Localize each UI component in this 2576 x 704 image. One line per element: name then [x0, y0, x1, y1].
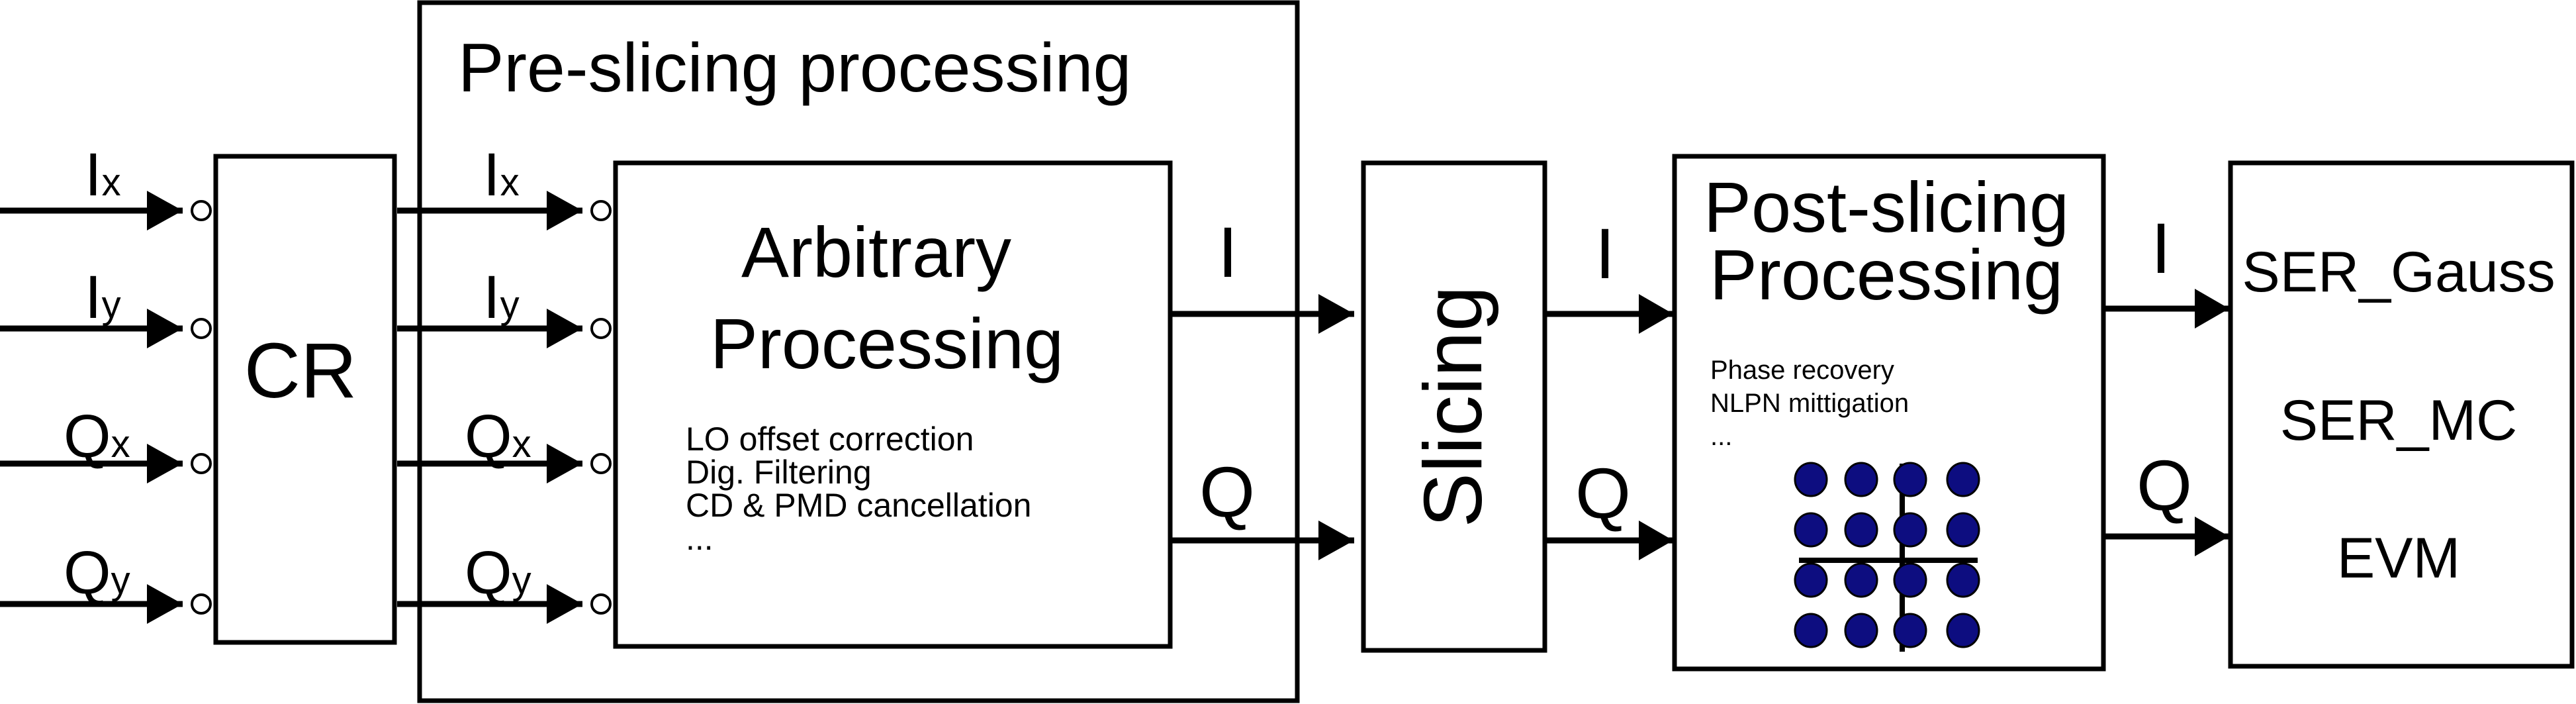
port-circle — [590, 593, 612, 615]
pre-slicing-title: Pre-slicing processing — [458, 30, 1131, 107]
arrowhead — [1318, 294, 1354, 334]
constellation-points — [1794, 462, 1980, 648]
constellation-point — [1844, 613, 1878, 648]
port-circle — [191, 593, 212, 615]
constellation-point — [1893, 562, 1927, 598]
slicing-label: Slicing — [1408, 285, 1499, 527]
cr-label: CR — [244, 327, 357, 415]
label-ix: Ix — [85, 141, 121, 209]
input-ix: Ix — [0, 141, 212, 230]
label-qx-2: Qx — [465, 403, 531, 470]
link-iy: Iy — [397, 264, 612, 348]
input-qx: Qx — [0, 403, 212, 483]
post-title-line2: Processing — [1710, 234, 2063, 315]
arrowhead — [1318, 521, 1354, 560]
label-qx: Qx — [64, 403, 130, 470]
pre-slicing-box — [417, 0, 1300, 703]
constellation-point — [1794, 613, 1828, 648]
post-item: ... — [1710, 422, 1732, 451]
metric-ser-gauss: SER_Gauss — [2242, 240, 2555, 304]
constellation-point — [1844, 512, 1878, 548]
metric-ser-mc: SER_MC — [2280, 389, 2517, 452]
arrowhead — [147, 191, 183, 230]
arrowhead — [2195, 517, 2229, 556]
label-qy-2: Qy — [465, 539, 531, 607]
port-circle — [590, 318, 612, 339]
arrowhead — [1639, 521, 1673, 560]
link-ix: Ix — [397, 141, 612, 230]
post-items: Phase recovery NLPN mittigation ... — [1710, 356, 1909, 451]
slicing-block — [1361, 160, 1547, 653]
label-iy: Iy — [85, 264, 121, 331]
constellation-point — [1893, 462, 1927, 497]
constellation-point — [1946, 462, 1980, 497]
post-item: Phase recovery — [1710, 356, 1894, 385]
constellation-point — [1946, 512, 1980, 548]
port-circle — [191, 453, 212, 474]
constellation-point — [1794, 562, 1828, 598]
label-ix-2: Ix — [483, 141, 520, 209]
label-iy-2: Iy — [483, 264, 520, 331]
arbitrary-item: ... — [686, 520, 713, 557]
link-arb-i: I — [1172, 212, 1354, 334]
post-slicing-block — [1672, 154, 2106, 672]
arbitrary-item: LO offset correction — [686, 421, 974, 458]
label-q-2: Q — [1575, 453, 1631, 533]
cr-block — [213, 154, 397, 645]
link-post-q: Q — [2105, 445, 2229, 556]
constellation-point — [1794, 462, 1828, 497]
link-qy: Qy — [397, 539, 612, 624]
arrowhead — [2195, 289, 2229, 328]
constellation-point — [1844, 462, 1878, 497]
port-circle — [590, 453, 612, 474]
constellation-point — [1946, 613, 1980, 648]
arbitrary-processing-block — [613, 160, 1173, 649]
link-post-i: I — [2105, 208, 2229, 328]
constellation-diagram — [1794, 462, 1980, 652]
constellation-point — [1844, 562, 1878, 598]
port-circle — [191, 200, 212, 221]
port-circle — [191, 318, 212, 339]
metric-evm: EVM — [2337, 527, 2460, 590]
constellation-point — [1946, 562, 1980, 598]
arbitrary-title-line1: Arbitrary — [741, 212, 1011, 292]
arrowhead — [1639, 294, 1673, 334]
arrowhead — [147, 309, 183, 348]
constellation-point — [1893, 512, 1927, 548]
label-q: Q — [1199, 452, 1255, 532]
input-iy: Iy — [0, 264, 212, 348]
label-i-2: I — [1595, 213, 1615, 293]
arbitrary-item: Dig. Filtering — [686, 454, 872, 491]
arrowhead — [547, 191, 582, 230]
post-title-line1: Post-slicing — [1704, 167, 2069, 247]
label-i: I — [1218, 212, 1238, 292]
arrowhead — [547, 444, 582, 483]
port-circle — [590, 200, 612, 221]
arbitrary-items: LO offset correction Dig. Filtering CD &… — [686, 421, 1031, 557]
label-i-3: I — [2151, 208, 2171, 288]
arbitrary-item: CD & PMD cancellation — [686, 487, 1031, 524]
arbitrary-title-line2: Processing — [710, 303, 1064, 383]
constellation-point — [1893, 613, 1927, 648]
link-qx: Qx — [397, 403, 612, 483]
label-qy: Qy — [64, 539, 130, 607]
label-q-3: Q — [2137, 445, 2192, 525]
constellation-point — [1794, 512, 1828, 548]
arrowhead — [547, 584, 582, 624]
link-slice-i: I — [1546, 213, 1673, 334]
arrowhead — [547, 309, 582, 348]
post-item: NLPN mittigation — [1710, 389, 1909, 418]
link-slice-q: Q — [1546, 453, 1673, 560]
metrics-block — [2228, 160, 2575, 669]
link-arb-q: Q — [1172, 452, 1354, 560]
input-qy: Qy — [0, 539, 212, 624]
arrowhead — [147, 584, 183, 624]
arrowhead — [147, 444, 183, 483]
